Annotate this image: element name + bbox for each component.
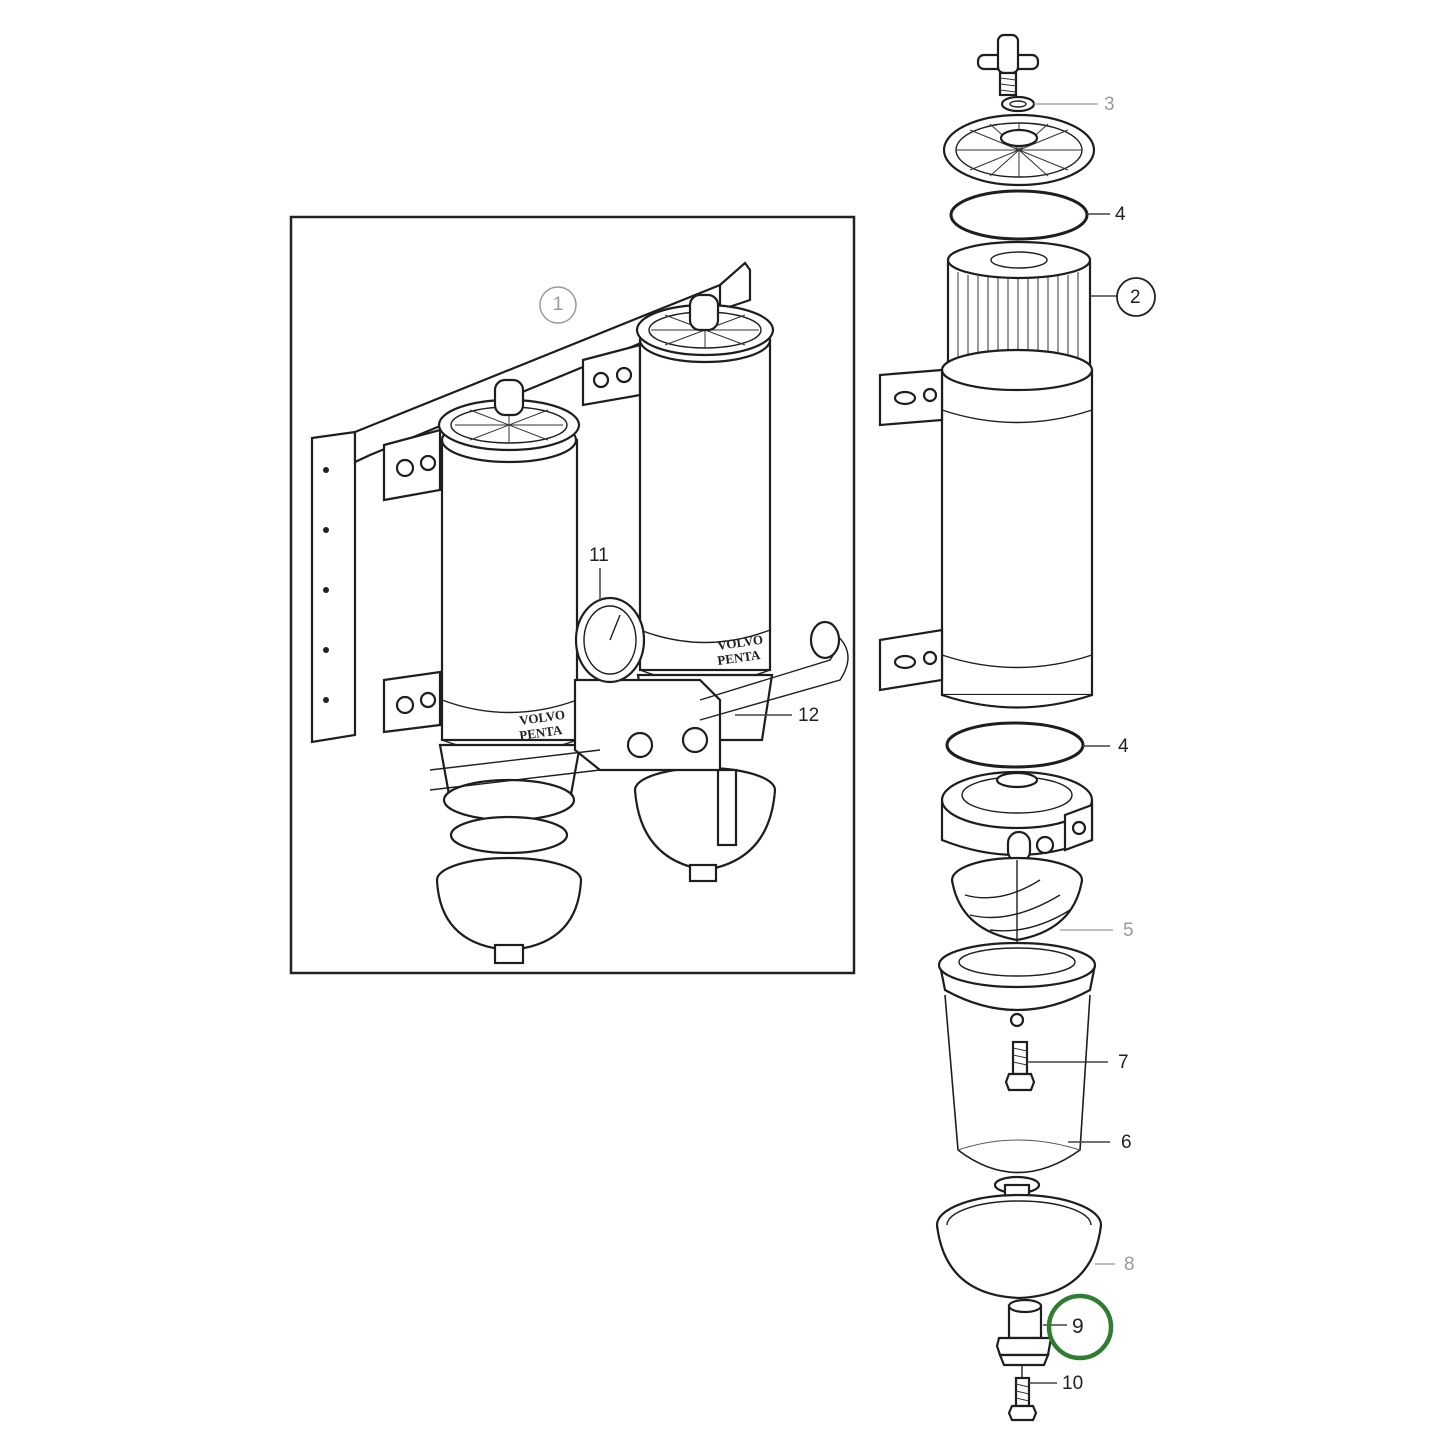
svg-text:PENTA: PENTA — [716, 647, 761, 668]
inset-brand-text-right: VOLVO — [716, 632, 764, 653]
inset-callout-1: 1 — [552, 294, 564, 315]
filter-head — [940, 770, 1094, 864]
callout-2-ring — [1116, 277, 1156, 317]
callout-6: 6 — [1121, 1132, 1132, 1153]
part-9-drain-fitting — [995, 1298, 1053, 1367]
bowl-flange — [937, 941, 1097, 1028]
part-7-screw — [1004, 1040, 1036, 1092]
part-4-oring-lower — [945, 721, 1085, 769]
callout-8: 8 — [1124, 1254, 1135, 1275]
part-9-highlight-ring — [1046, 1293, 1114, 1361]
inset-frame — [289, 215, 856, 975]
part-5-turbine — [950, 856, 1084, 990]
callout-5: 5 — [1123, 920, 1134, 941]
callout-4-lower: 4 — [1118, 736, 1129, 757]
callout-9-highlighted: 9 — [1072, 1315, 1084, 1338]
callout-7: 7 — [1118, 1052, 1129, 1073]
inset-right-filter — [633, 293, 777, 883]
inset-brand-text-left: VOLVO — [518, 707, 566, 728]
callout-3: 3 — [1104, 94, 1115, 115]
callout-10: 10 — [1062, 1373, 1084, 1394]
part-3-washer — [1000, 95, 1036, 113]
cover-wheel — [942, 113, 1096, 187]
svg-text:PENTA: PENTA — [518, 722, 563, 743]
part-10-screw — [1007, 1365, 1038, 1422]
filter-housing — [878, 348, 1094, 709]
callout-12: 12 — [798, 705, 820, 726]
callout-2: 2 — [1130, 287, 1141, 308]
inset-manifold — [429, 596, 849, 791]
bleed-screw — [976, 33, 1040, 97]
callout-4-top: 4 — [1115, 204, 1126, 225]
part-8-drain-cup — [935, 1193, 1103, 1300]
inset-left-filter — [435, 378, 583, 965]
inset-callout-1-ring — [539, 286, 577, 324]
part-4-oring-top — [949, 189, 1089, 241]
part-2-filter-element — [946, 240, 1092, 382]
callout-11: 11 — [589, 545, 609, 566]
